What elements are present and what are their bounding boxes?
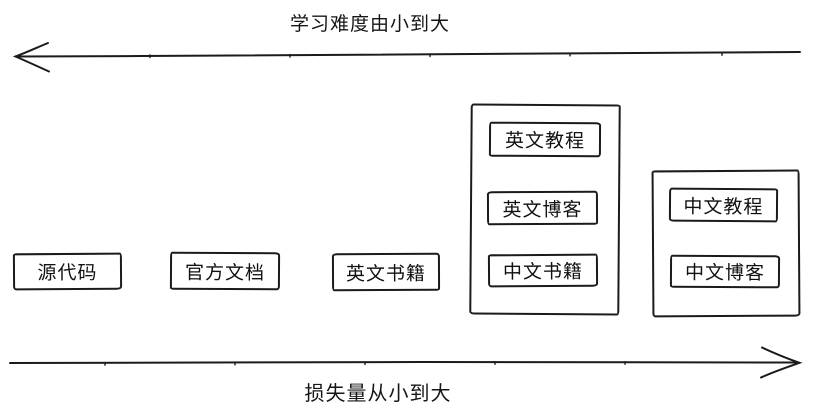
loss-axis-label: 损失量从小到大: [304, 383, 452, 405]
box-official-docs: 官方文档: [169, 251, 281, 291]
box-english-books: 英文书籍: [331, 252, 441, 292]
box-english-tutorials: 英文教程: [488, 121, 602, 158]
difficulty-axis-label: 学习难度由小到大: [289, 14, 450, 35]
loss-arrow-right: [9, 346, 803, 379]
difficulty-arrow-left: [12, 42, 801, 73]
box-english-blogs: 英文博客: [486, 190, 599, 226]
box-chinese-blogs: 中文博客: [669, 254, 781, 289]
box-source-code: 源代码: [12, 252, 123, 291]
box-chinese-books: 中文书籍: [487, 253, 599, 288]
box-chinese-tutorials: 中文教程: [668, 187, 779, 223]
